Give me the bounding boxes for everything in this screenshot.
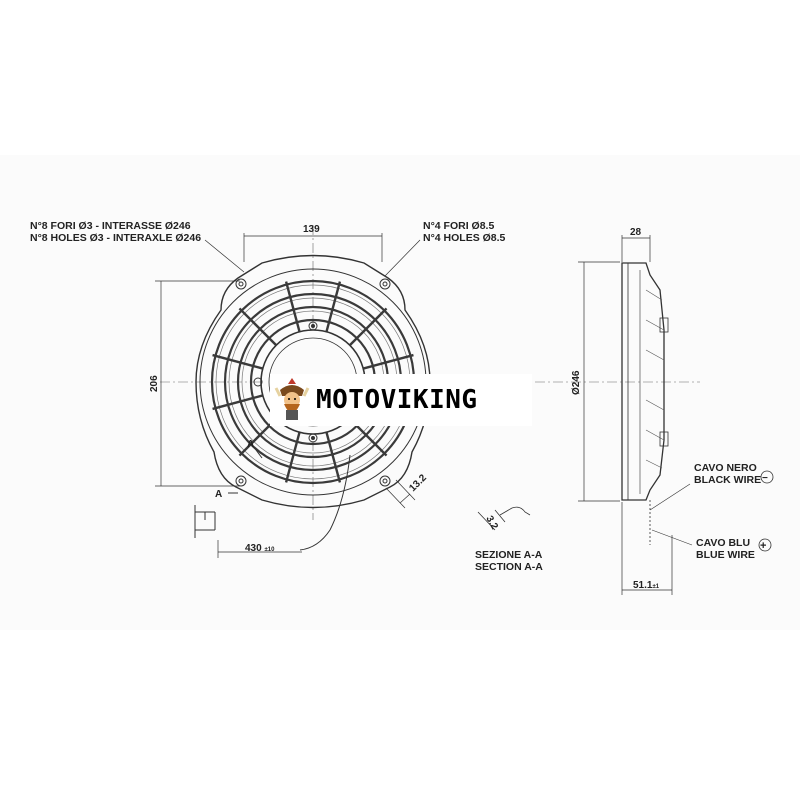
grille-spoke bbox=[348, 307, 388, 347]
dim-cable-label: 430 ±10 bbox=[245, 543, 275, 554]
holes-note-it: N°8 FORI Ø3 - INTERASSE Ø246 bbox=[30, 220, 191, 232]
black-wire-it: CAVO NERO bbox=[694, 462, 757, 474]
side-total-label: 51.1±1 bbox=[633, 580, 660, 591]
negative-symbol-icon bbox=[760, 470, 774, 484]
dimension-13-2 bbox=[385, 479, 416, 509]
blue-wire-en: BLUE WIRE bbox=[696, 549, 755, 561]
section-title-en: SECTION A-A bbox=[475, 561, 543, 573]
mount-note-leader bbox=[384, 239, 421, 277]
side-view bbox=[535, 235, 774, 595]
grille-spoke bbox=[284, 431, 301, 483]
mounting-lugs bbox=[235, 278, 391, 487]
grille-spoke bbox=[362, 353, 414, 370]
section-title-it: SEZIONE A-A bbox=[475, 549, 543, 561]
dim-height-label: 206 bbox=[149, 375, 160, 392]
brand-watermark: MOTOVIKING bbox=[270, 374, 532, 426]
connector bbox=[194, 505, 216, 538]
mount-note-en: N°4 HOLES Ø8.5 bbox=[423, 232, 506, 244]
holes-note-en: N°8 HOLES Ø3 - INTERAXLE Ø246 bbox=[30, 232, 201, 244]
section-a-a bbox=[477, 506, 531, 531]
grille-spoke bbox=[284, 281, 301, 333]
dimension-430 bbox=[217, 540, 302, 558]
grille-spoke bbox=[238, 307, 278, 347]
black-wire-en: BLACK WIRE bbox=[694, 474, 761, 486]
grille-spoke bbox=[212, 353, 264, 370]
power-cable bbox=[299, 454, 351, 551]
mount-note-it: N°4 FORI Ø8.5 bbox=[423, 220, 494, 232]
viking-logo-icon bbox=[274, 378, 310, 420]
brand-name: MOTOVIKING bbox=[316, 385, 478, 415]
dim-width-label: 139 bbox=[303, 224, 320, 235]
section-marker-label: A bbox=[247, 439, 254, 450]
grille-spoke bbox=[325, 281, 342, 333]
grille-spoke bbox=[212, 394, 264, 411]
dim-slot-label: 13.2 bbox=[407, 472, 429, 494]
dimension-139 bbox=[243, 233, 383, 262]
side-diameter-label: Ø246 bbox=[571, 370, 582, 395]
holes-note-leader bbox=[204, 239, 245, 273]
blue-wire-symbol: + bbox=[760, 540, 766, 552]
side-depth-label: 28 bbox=[630, 227, 642, 238]
section-dim-label: 3.2 bbox=[483, 514, 500, 532]
black-wire-symbol: − bbox=[762, 473, 768, 484]
fan-frame bbox=[195, 254, 431, 509]
dimension-206 bbox=[155, 280, 240, 487]
section-arrow-label: A bbox=[215, 489, 222, 500]
grille-spoke bbox=[325, 431, 342, 483]
blue-wire-it: CAVO BLU bbox=[696, 537, 750, 549]
positive-symbol-icon bbox=[758, 538, 772, 552]
